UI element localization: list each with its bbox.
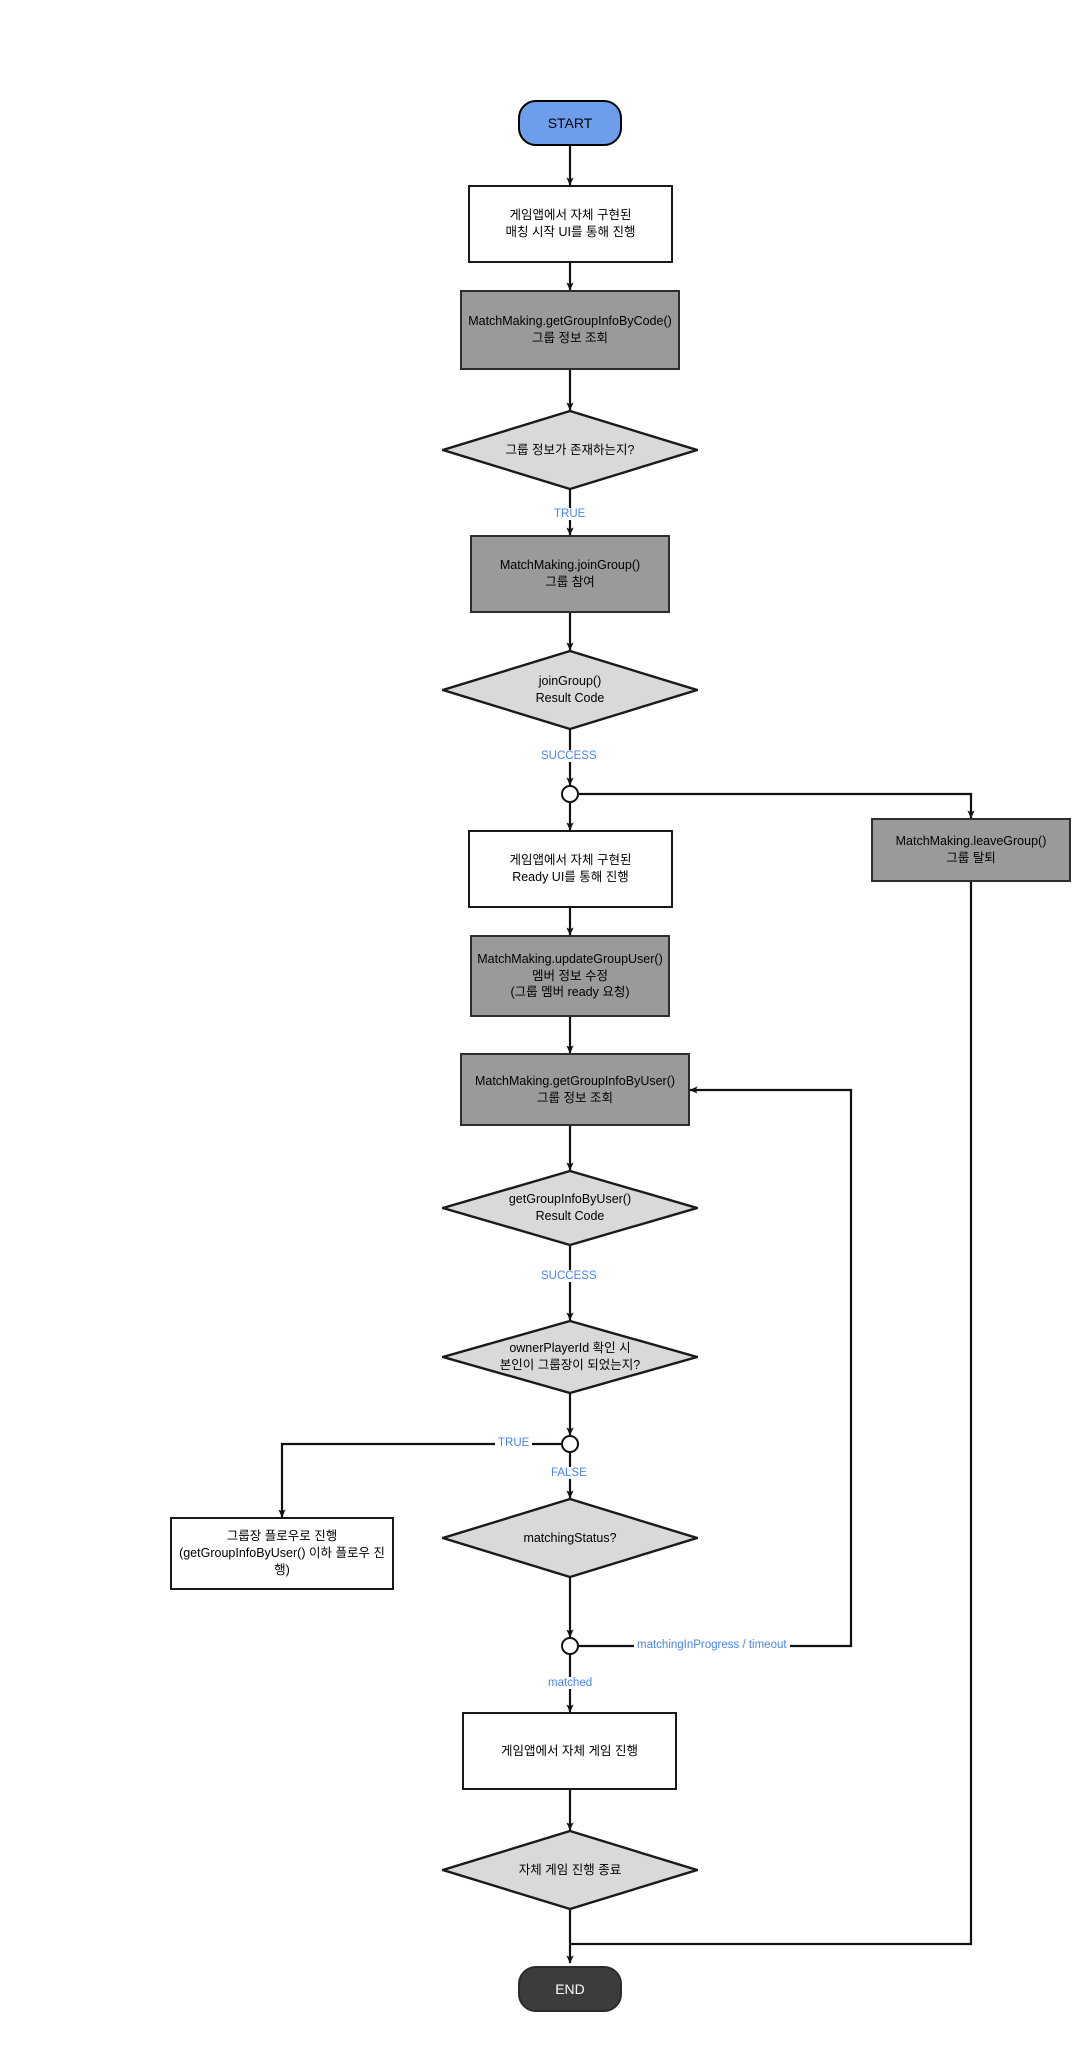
edge-label-matched: matched bbox=[545, 1677, 596, 1689]
edge-label-false-owner: FALSE bbox=[548, 1467, 590, 1479]
node-match-start-ui[interactable]: 게임앱에서 자체 구현된 매칭 시작 UI를 통해 진행 bbox=[468, 185, 673, 263]
node-get-group-info-by-user-label: MatchMaking.getGroupInfoByUser() 그룹 정보 조… bbox=[474, 1073, 676, 1105]
node-end-label: END bbox=[555, 1980, 585, 1997]
node-ready-ui-label: 게임앱에서 자체 구현된 Ready UI를 통해 진행 bbox=[509, 853, 632, 884]
node-join-group-label: MatchMaking.joinGroup() 그룹 참여 bbox=[499, 558, 641, 589]
node-owner-flow[interactable]: 그룹장 플로우로 진행 (getGroupInfoByUser() 이하 플로우… bbox=[170, 1517, 394, 1590]
node-get-group-info-by-code-label: MatchMaking.getGroupInfoByCode() 그룹 정보 조… bbox=[468, 314, 672, 345]
node-matching-status-decision[interactable]: matchingStatus? bbox=[442, 1498, 698, 1578]
diamond-shape bbox=[442, 1830, 698, 1910]
node-get-group-info-by-user-result-label: getGroupInfoByUser() Result Code bbox=[508, 1192, 632, 1223]
edge-label-success-join: SUCCESS bbox=[538, 750, 600, 762]
node-owner-flow-label: 그룹장 플로우로 진행 (getGroupInfoByUser() 이하 플로우… bbox=[179, 1529, 385, 1577]
node-game-end-label: 자체 게임 진행 종료 bbox=[518, 1862, 622, 1877]
node-owner-check-label: ownerPlayerId 확인 시 본인이 그룹장이 되었는지? bbox=[499, 1341, 641, 1372]
node-start-label: START bbox=[547, 114, 593, 131]
diamond-shape bbox=[442, 650, 698, 730]
node-matching-status-label: matchingStatus? bbox=[523, 1530, 617, 1545]
diamond-shape bbox=[442, 1498, 698, 1578]
diamond-shape bbox=[442, 1170, 698, 1246]
junction-after-join-group[interactable] bbox=[561, 785, 579, 803]
node-join-group-result-label: joinGroup() Result Code bbox=[535, 674, 605, 705]
node-play-game-label: 게임앱에서 자체 게임 진행 bbox=[501, 1743, 638, 1758]
node-ready-ui[interactable]: 게임앱에서 자체 구현된 Ready UI를 통해 진행 bbox=[468, 830, 673, 908]
node-get-group-info-by-user-result-decision[interactable]: getGroupInfoByUser() Result Code bbox=[442, 1170, 698, 1246]
edge-label-success-getinfo: SUCCESS bbox=[538, 1270, 600, 1282]
node-game-end-decision[interactable]: 자체 게임 진행 종료 bbox=[442, 1830, 698, 1910]
edge-label-true-group-exists: TRUE bbox=[551, 508, 589, 520]
edge-junction1-to-leavegroup bbox=[579, 792, 975, 819]
node-group-exists-label: 그룹 정보가 존재하는지? bbox=[505, 442, 635, 457]
edge-label-true-owner: TRUE bbox=[495, 1437, 533, 1449]
node-end[interactable]: END bbox=[518, 1966, 622, 2012]
node-leave-group-label: MatchMaking.leaveGroup() 그룹 탈퇴 bbox=[895, 834, 1047, 865]
node-update-group-user-label: MatchMaking.updateGroupUser() 멤버 정보 수정 (… bbox=[477, 951, 663, 1000]
node-leave-group[interactable]: MatchMaking.leaveGroup() 그룹 탈퇴 bbox=[871, 818, 1071, 882]
node-match-start-ui-label: 게임앱에서 자체 구현된 매칭 시작 UI를 통해 진행 bbox=[505, 208, 636, 239]
diamond-shape bbox=[442, 1320, 698, 1394]
junction-after-owner-check[interactable] bbox=[561, 1435, 579, 1453]
node-join-group[interactable]: MatchMaking.joinGroup() 그룹 참여 bbox=[470, 535, 670, 613]
node-join-group-result-decision[interactable]: joinGroup() Result Code bbox=[442, 650, 698, 730]
node-get-group-info-by-user[interactable]: MatchMaking.getGroupInfoByUser() 그룹 정보 조… bbox=[460, 1053, 690, 1126]
node-owner-check-decision[interactable]: ownerPlayerId 확인 시 본인이 그룹장이 되었는지? bbox=[442, 1320, 698, 1394]
node-get-group-info-by-code[interactable]: MatchMaking.getGroupInfoByCode() 그룹 정보 조… bbox=[460, 290, 680, 370]
diamond-shape bbox=[442, 410, 698, 490]
node-update-group-user[interactable]: MatchMaking.updateGroupUser() 멤버 정보 수정 (… bbox=[470, 935, 670, 1017]
edge-label-matching-in-progress: matchingInProgress / timeout bbox=[634, 1639, 790, 1651]
junction-after-matching-status[interactable] bbox=[561, 1637, 579, 1655]
node-group-exists-decision[interactable]: 그룹 정보가 존재하는지? bbox=[442, 410, 698, 490]
node-start[interactable]: START bbox=[518, 100, 622, 146]
node-play-game[interactable]: 게임앱에서 자체 게임 진행 bbox=[462, 1712, 677, 1790]
